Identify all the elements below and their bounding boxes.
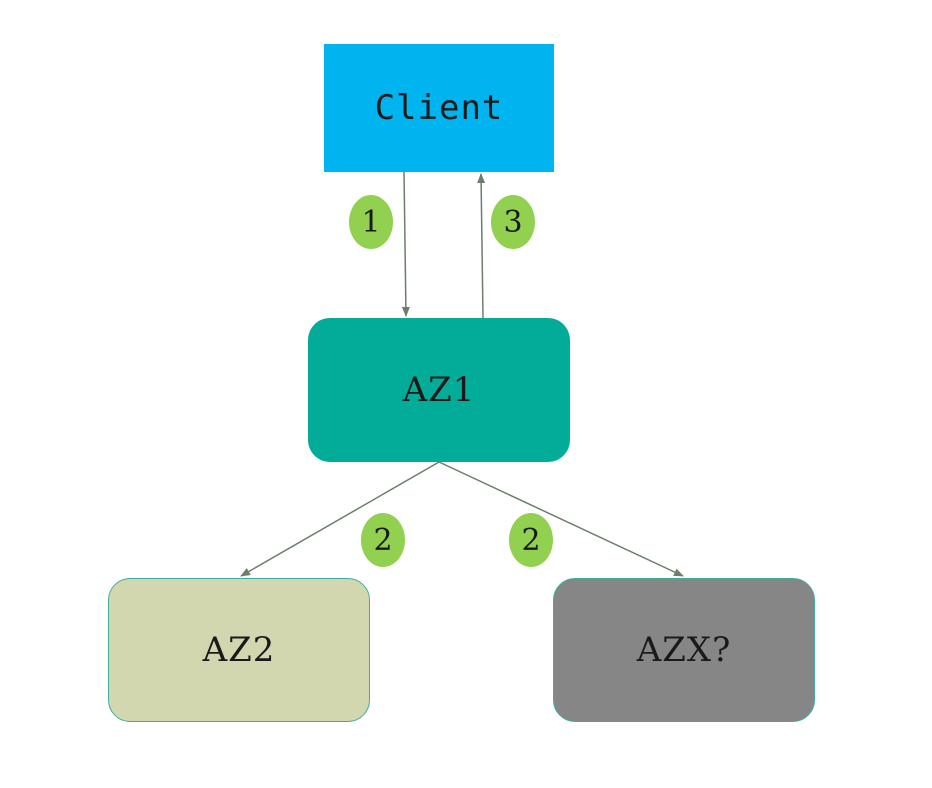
node-az2: AZ2 xyxy=(108,578,370,722)
node-client-label: Client xyxy=(374,88,504,128)
node-az1: AZ1 xyxy=(308,318,570,462)
node-azx-label: AZX? xyxy=(636,630,732,670)
node-client: Client xyxy=(324,44,554,172)
step-badge-2-right-label: 2 xyxy=(521,522,541,558)
node-az2-label: AZ2 xyxy=(202,630,276,670)
edge-az1-to-az2 xyxy=(240,461,440,577)
edge-client-to-az1 xyxy=(401,171,410,317)
edge-az1-to-azx xyxy=(438,461,684,577)
node-azx: AZX? xyxy=(553,578,815,722)
step-badge-2-left: 2 xyxy=(361,513,405,567)
node-az1-label: AZ1 xyxy=(402,370,476,410)
step-badge-3-label: 3 xyxy=(503,204,523,240)
step-badge-3: 3 xyxy=(491,195,535,249)
step-badge-2-right: 2 xyxy=(509,513,553,567)
step-badge-1-label: 1 xyxy=(361,204,381,240)
step-badge-2-left-label: 2 xyxy=(373,522,393,558)
step-badge-1: 1 xyxy=(349,195,393,249)
edge-az1-to-client xyxy=(477,173,486,319)
